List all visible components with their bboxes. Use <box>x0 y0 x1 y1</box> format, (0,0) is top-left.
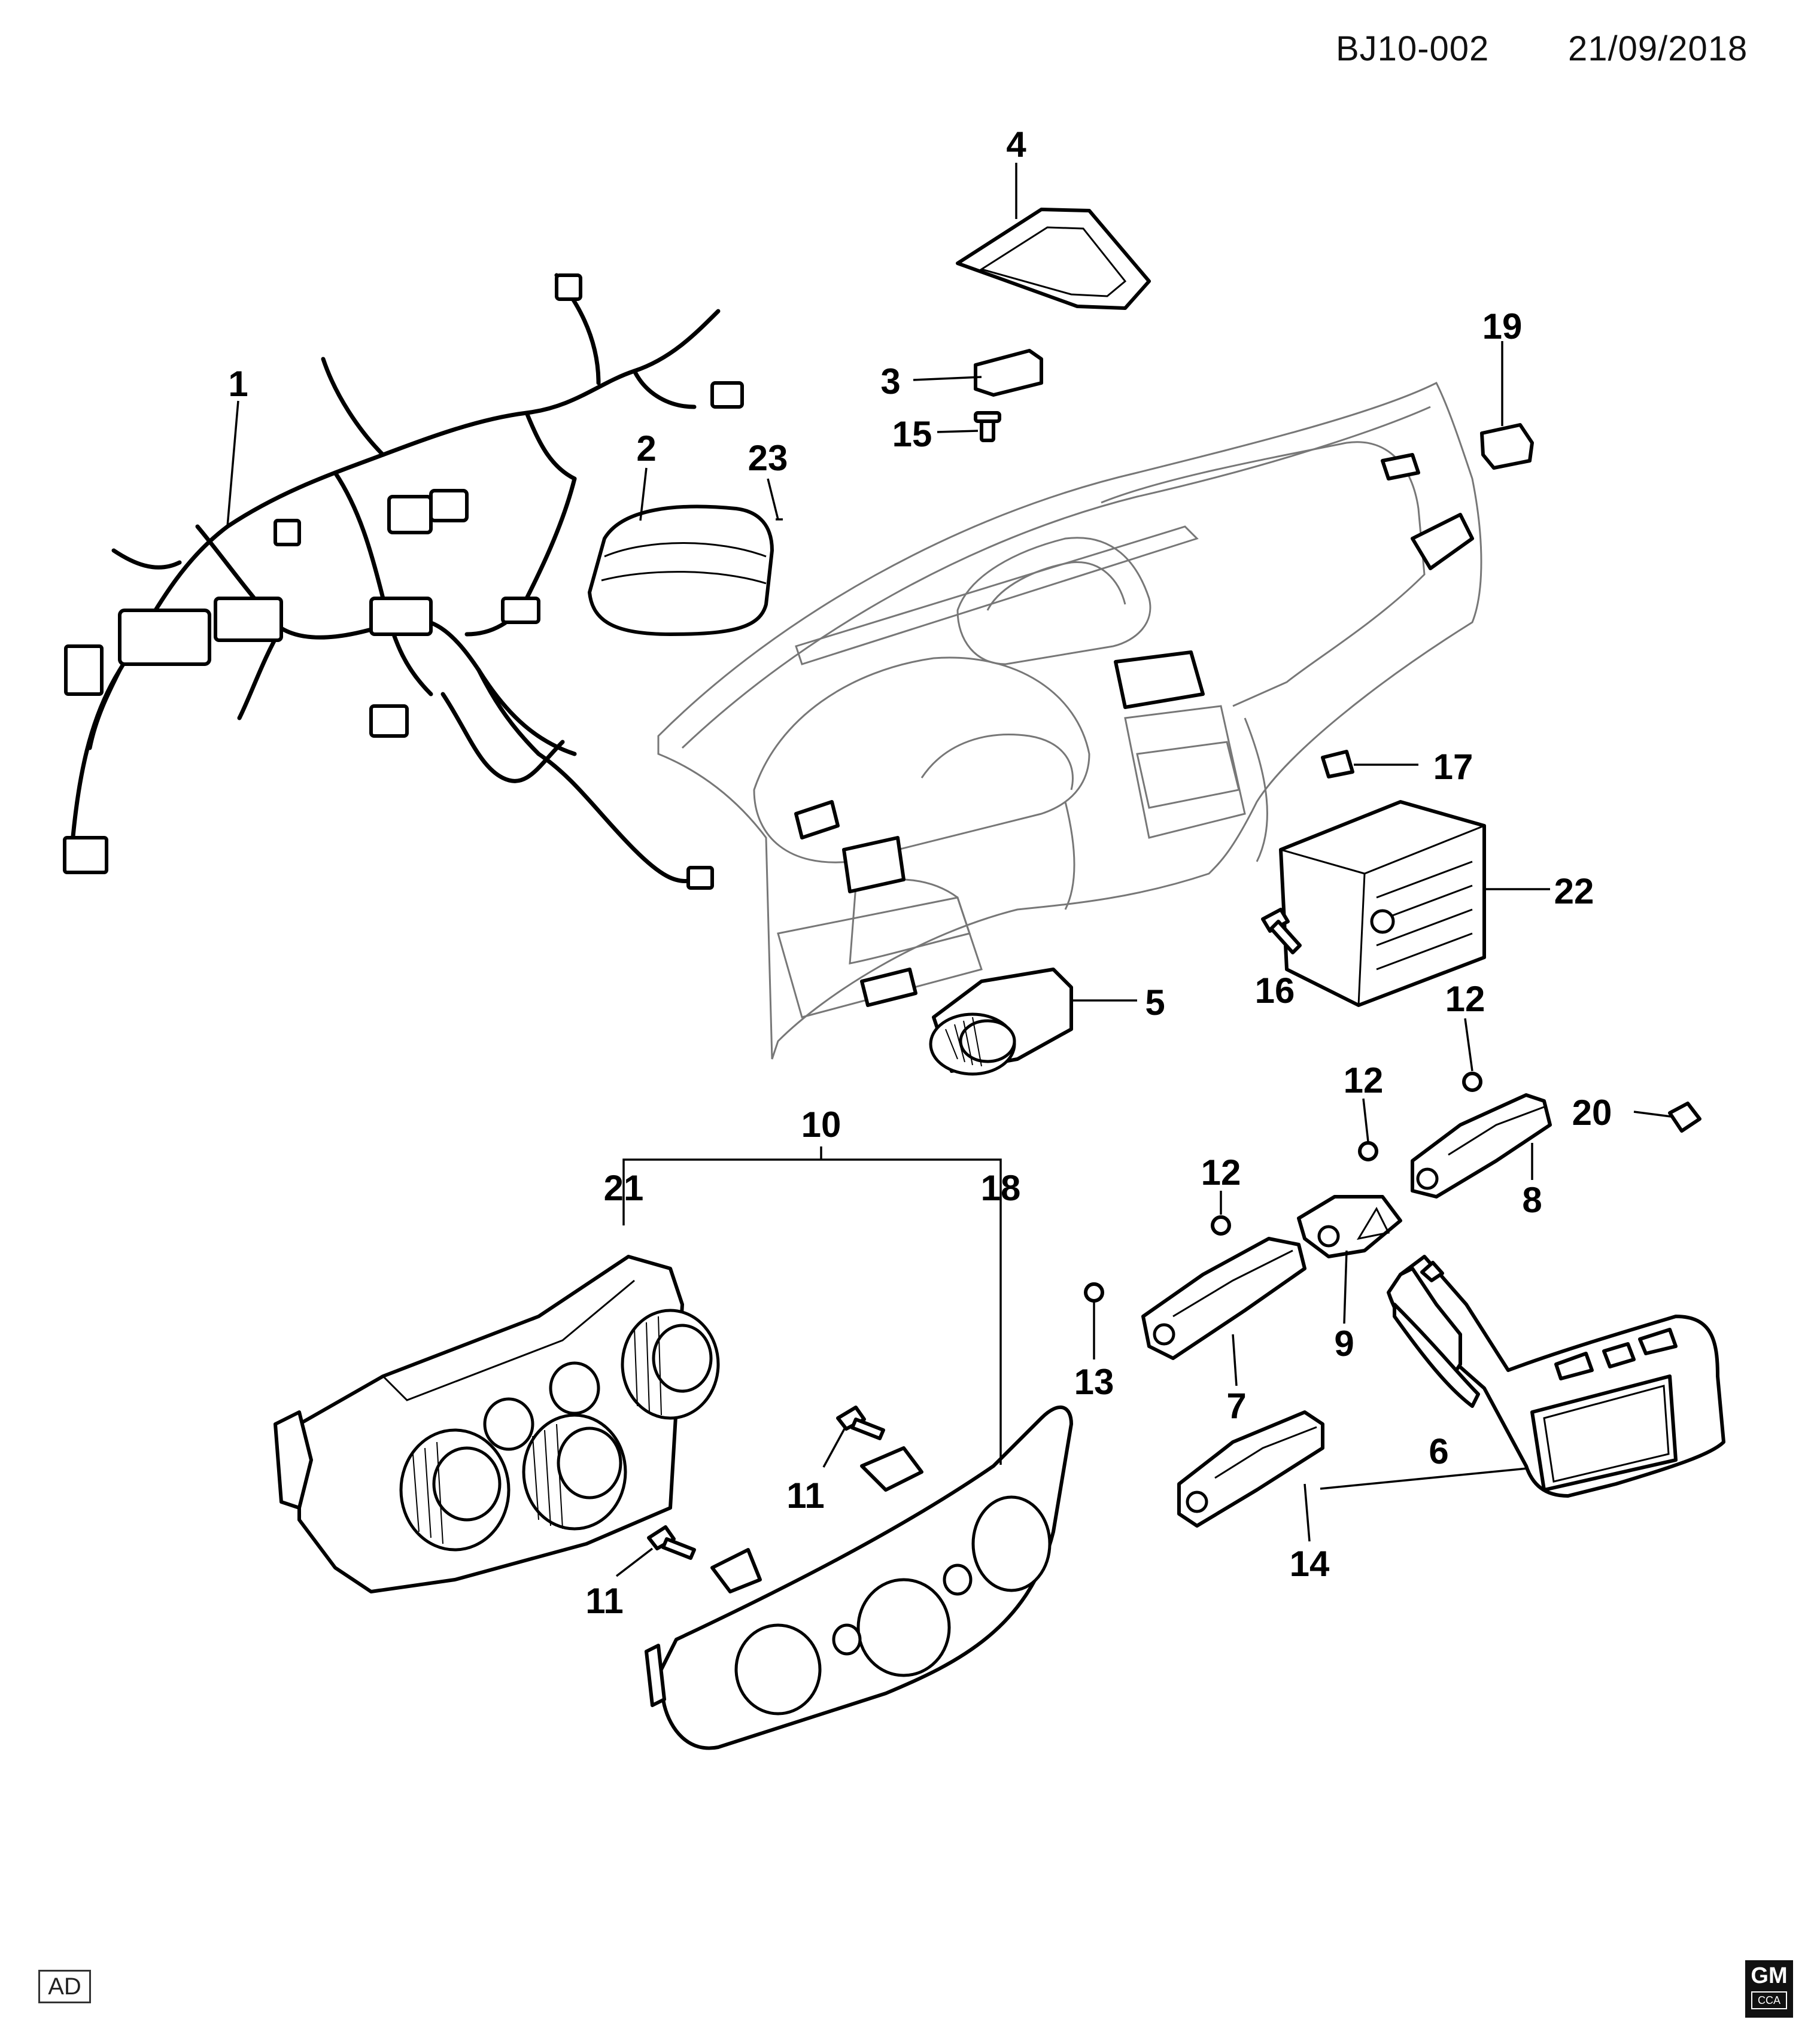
callouts: 1 2 3 4 5 6 7 8 9 10 11 11 12 12 12 13 1… <box>228 124 1612 1621</box>
callout-22: 22 <box>1554 871 1594 911</box>
part-1-wiring-harness <box>63 273 744 890</box>
callout-12-c: 12 <box>1201 1152 1241 1193</box>
callout-4: 4 <box>1006 124 1026 165</box>
callout-13: 13 <box>1074 1362 1114 1402</box>
callout-12-b: 12 <box>1344 1060 1384 1100</box>
callout-8: 8 <box>1522 1180 1542 1220</box>
callout-15: 15 <box>892 414 932 454</box>
ad-stamp: AD <box>38 1970 91 2003</box>
callout-21: 21 <box>604 1168 644 1208</box>
part-14-switch <box>1177 1410 1324 1528</box>
callout-6: 6 <box>1429 1431 1448 1471</box>
gm-logo: GM CCA <box>1745 1960 1793 2018</box>
callout-3: 3 <box>880 361 900 402</box>
part-4-trim-cover <box>956 208 1151 310</box>
part-19-switch <box>1480 423 1534 470</box>
callout-17: 17 <box>1433 747 1473 787</box>
callout-11-b: 11 <box>585 1581 623 1621</box>
part-5-headlamp-switch <box>929 968 1073 1076</box>
callout-2: 2 <box>636 428 656 469</box>
gm-logo-subtext: CCA <box>1751 1991 1787 2009</box>
part-15-screw <box>974 411 1001 442</box>
callout-16: 16 <box>1255 971 1295 1011</box>
part-12-screw-a <box>1462 1072 1482 1092</box>
callout-20: 20 <box>1572 1093 1612 1133</box>
instrument-panel <box>657 381 1482 1060</box>
part-22-radio-unit <box>1279 800 1486 1007</box>
document-date: 21/09/2018 <box>1568 29 1748 68</box>
callout-12-a: 12 <box>1445 979 1485 1019</box>
part-16-bolt <box>1261 908 1302 954</box>
part-8-switch <box>1411 1093 1552 1199</box>
part-9-hazard-switch <box>1297 1195 1402 1258</box>
part-2-instrument-cluster <box>588 504 774 636</box>
part-20-clip <box>1668 1102 1701 1133</box>
callout-1: 1 <box>228 364 248 404</box>
callout-11-a: 11 <box>786 1476 824 1516</box>
callout-5: 5 <box>1145 983 1165 1023</box>
callout-10: 10 <box>801 1105 841 1145</box>
leader-lines <box>226 163 1672 1577</box>
callout-9: 9 <box>1334 1324 1354 1364</box>
part-7-switch <box>1141 1237 1306 1360</box>
document-code: BJ10-002 <box>1336 29 1490 68</box>
part-6-center-bezel <box>1387 1255 1725 1498</box>
callout-14: 14 <box>1290 1544 1330 1584</box>
gm-logo-text: GM <box>1751 1963 1788 1988</box>
part-13-screw <box>1084 1282 1104 1303</box>
part-21-climate-control-module <box>274 1255 720 1593</box>
callout-7: 7 <box>1226 1386 1246 1426</box>
part-3-bracket <box>974 349 1043 397</box>
part-17-clip <box>1321 750 1354 778</box>
part-11-screw-b <box>647 1525 696 1560</box>
part-12-screw-b <box>1358 1141 1378 1161</box>
part-12-screw-c <box>1211 1215 1231 1236</box>
callout-18: 18 <box>981 1168 1021 1208</box>
part-11-screw-a <box>836 1406 885 1440</box>
part-18-climate-bezel <box>645 1405 1073 1750</box>
callout-23: 23 <box>748 438 788 478</box>
callout-19: 19 <box>1482 306 1523 346</box>
